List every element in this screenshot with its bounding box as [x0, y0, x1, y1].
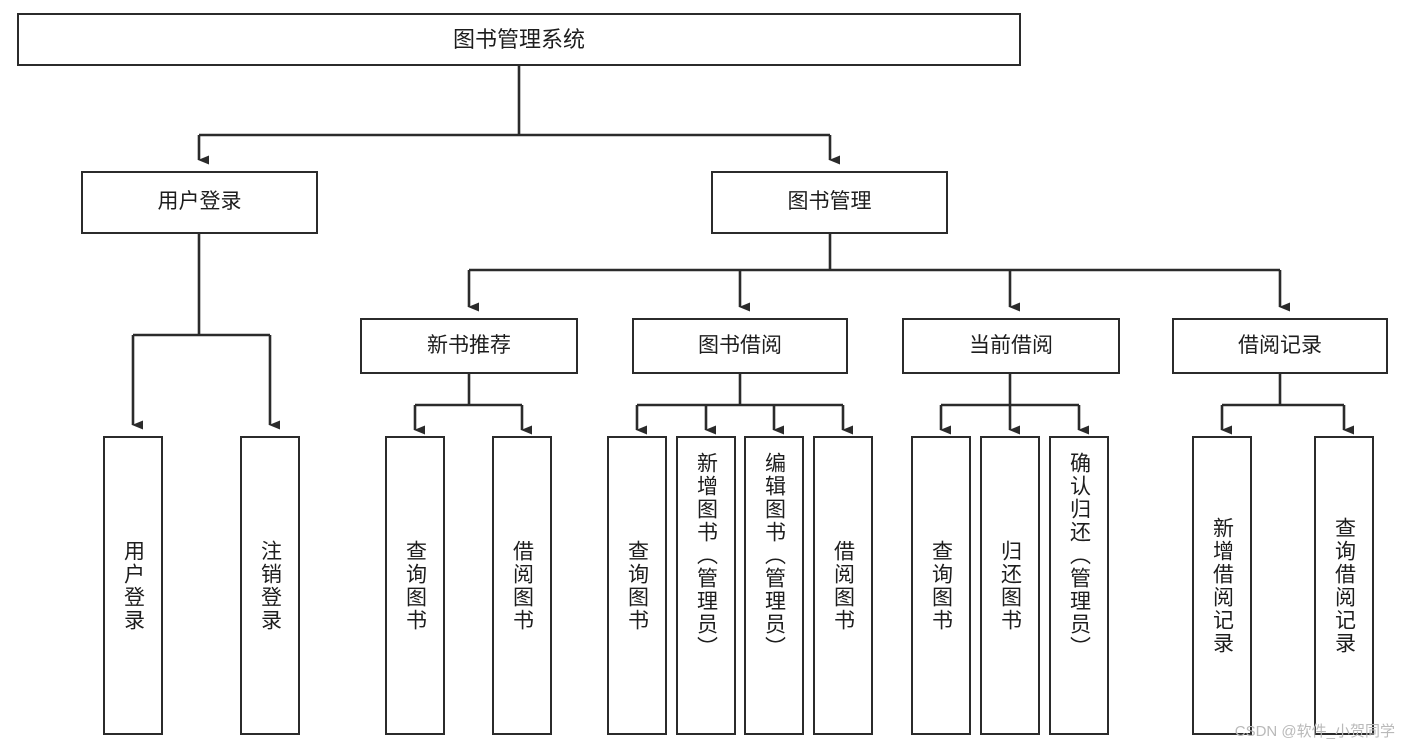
- watermark-text: CSDN @软件_小贺同学: [1234, 723, 1395, 740]
- node-user-login[interactable]: 用户登录: [81, 171, 318, 234]
- node-label: 图书管理系统: [452, 26, 585, 52]
- leaf-query-book-current[interactable]: 查询图书: [911, 436, 971, 735]
- node-label: 当前借阅: [969, 333, 1053, 357]
- node-label: 归还图书: [998, 539, 1022, 632]
- node-label: 新增图书（管理员）: [694, 452, 718, 659]
- node-label: 确认归还（管理员）: [1067, 452, 1091, 659]
- leaf-logout-login[interactable]: 注销登录: [240, 436, 300, 735]
- leaf-query-book-new-book[interactable]: 查询图书: [385, 436, 445, 735]
- node-label: 查询图书: [403, 539, 427, 632]
- leaf-user-login[interactable]: 用户登录: [103, 436, 163, 735]
- leaf-query-book-borrow[interactable]: 查询图书: [607, 436, 667, 735]
- node-label: 编辑图书（管理员）: [762, 452, 786, 659]
- node-label: 用户登录: [121, 539, 145, 632]
- leaf-borrow-book[interactable]: 借阅图书: [813, 436, 873, 735]
- node-current-borrow[interactable]: 当前借阅: [902, 318, 1120, 374]
- leaf-add-book-admin[interactable]: 新增图书（管理员）: [676, 436, 736, 735]
- node-label: 查询图书: [929, 539, 953, 632]
- node-root-book-management-system[interactable]: 图书管理系统: [17, 13, 1021, 66]
- leaf-borrow-book-new-book[interactable]: 借阅图书: [492, 436, 552, 735]
- node-label: 注销登录: [258, 539, 282, 632]
- node-label: 图书借阅: [698, 333, 782, 357]
- node-label: 图书管理: [787, 190, 872, 214]
- node-label: 查询图书: [625, 539, 649, 632]
- node-book-management[interactable]: 图书管理: [711, 171, 948, 234]
- leaf-edit-book-admin[interactable]: 编辑图书（管理员）: [744, 436, 804, 735]
- node-borrow-record[interactable]: 借阅记录: [1172, 318, 1388, 374]
- node-label: 借阅图书: [510, 539, 534, 632]
- node-label: 新书推荐: [427, 333, 511, 357]
- node-book-borrow[interactable]: 图书借阅: [632, 318, 848, 374]
- node-label: 用户登录: [157, 190, 242, 214]
- node-label: 借阅记录: [1238, 333, 1322, 357]
- leaf-return-book[interactable]: 归还图书: [980, 436, 1040, 735]
- node-new-book-recommendation[interactable]: 新书推荐: [360, 318, 578, 374]
- leaf-query-borrow-record[interactable]: 查询借阅记录: [1314, 436, 1374, 735]
- node-label: 查询借阅记录: [1332, 516, 1356, 655]
- leaf-add-borrow-record[interactable]: 新增借阅记录: [1192, 436, 1252, 735]
- leaf-confirm-return-admin[interactable]: 确认归还（管理员）: [1049, 436, 1109, 735]
- node-label: 借阅图书: [831, 539, 855, 632]
- node-label: 新增借阅记录: [1210, 516, 1234, 655]
